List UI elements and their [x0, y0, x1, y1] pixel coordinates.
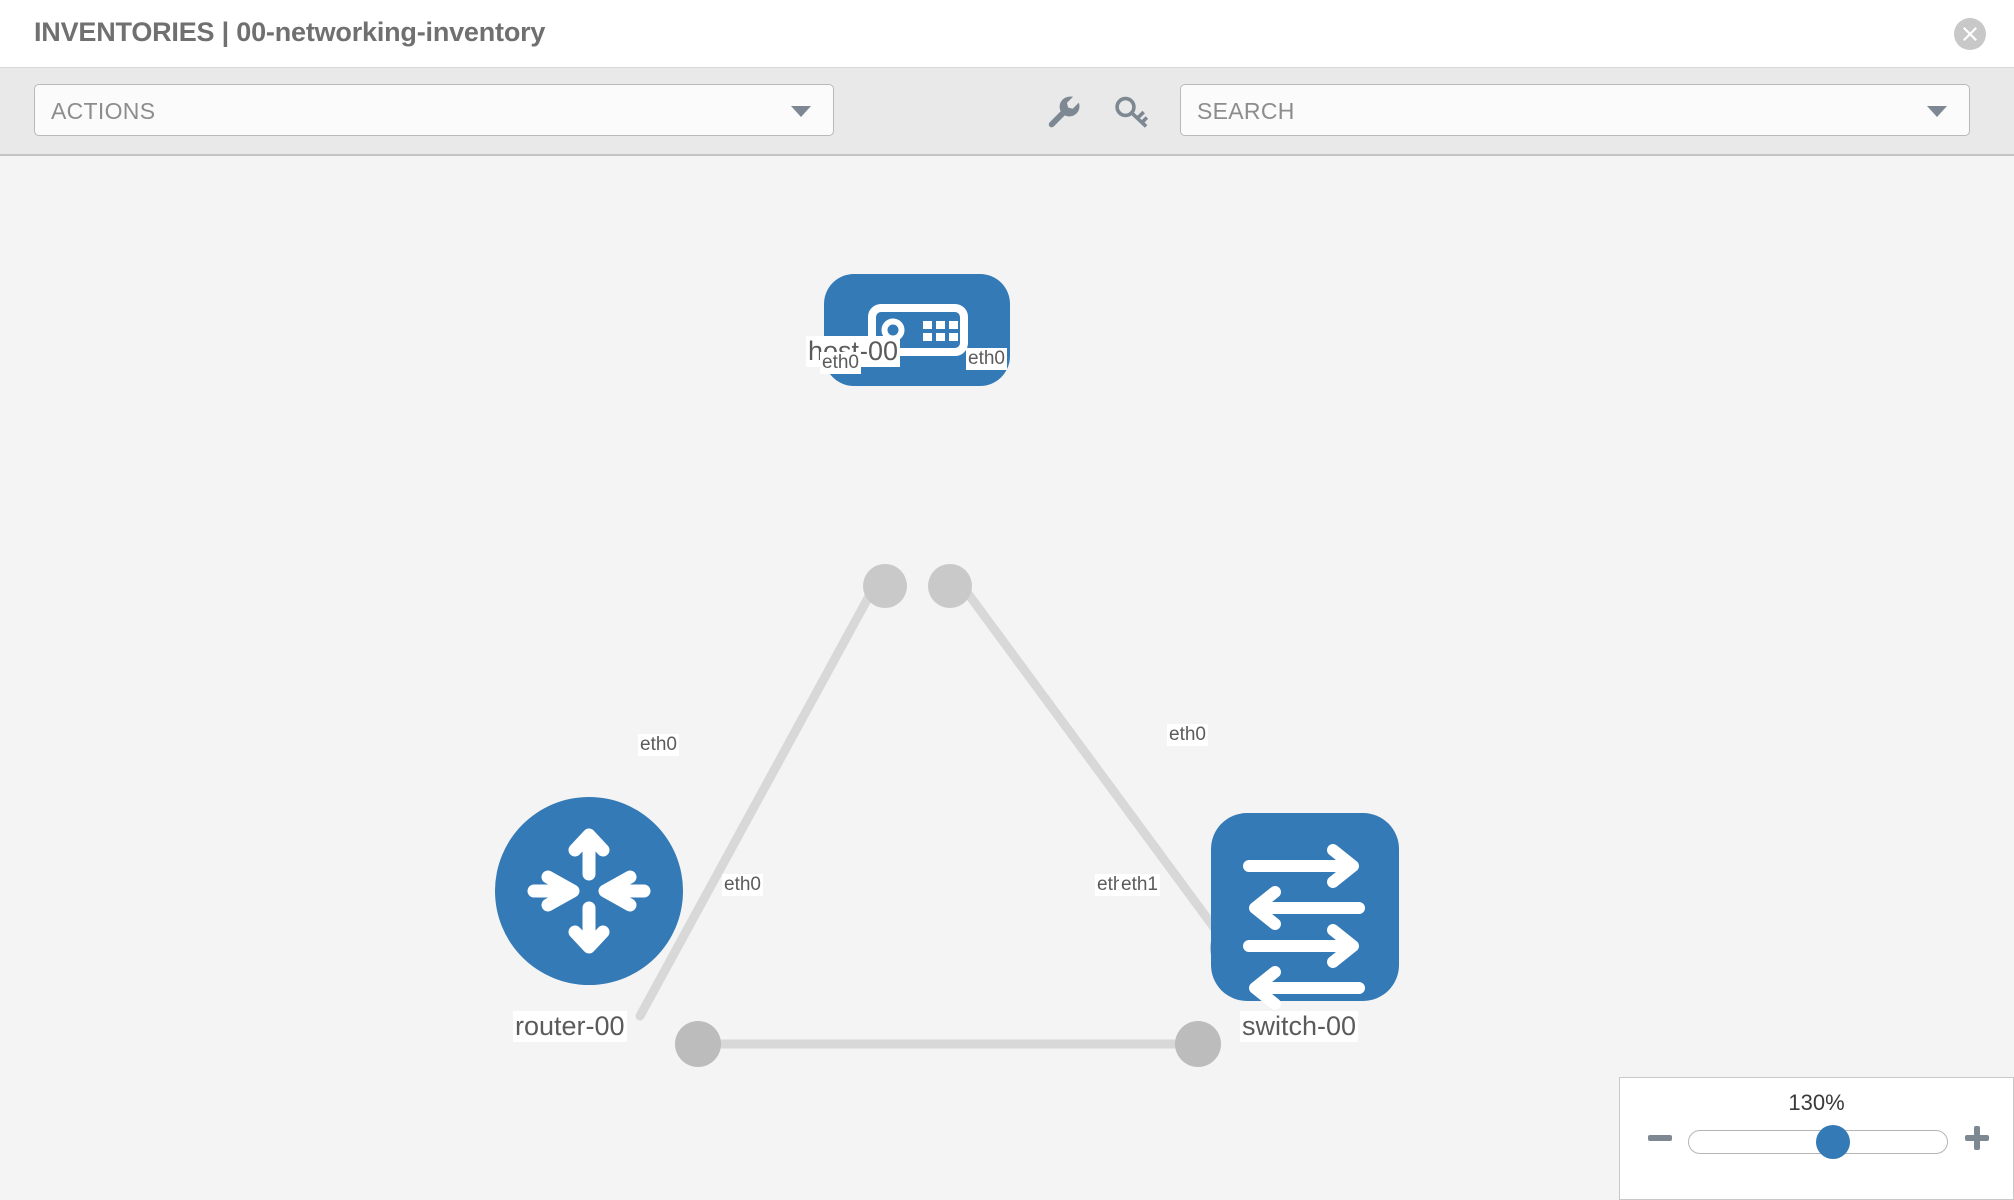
iface-label: eth1 [1119, 874, 1160, 896]
topology-canvas[interactable]: host-00 router-00 switch-00 eth0 eth0 et… [0, 156, 2014, 1200]
search-placeholder: SEARCH [1197, 98, 1295, 124]
link-line [635, 571, 885, 1021]
link-line [950, 571, 1240, 961]
connector-dot[interactable] [1175, 1021, 1221, 1067]
minus-icon[interactable] [1646, 1124, 1674, 1152]
switch-arrows-icon [1243, 844, 1365, 1010]
node-label-switch: switch-00 [1240, 1011, 1359, 1042]
server-icon [868, 304, 968, 356]
page-title: INVENTORIES | 00-networking-inventory [34, 17, 546, 47]
router-arrows-icon [527, 828, 651, 954]
iface-label: eth0 [1167, 724, 1208, 746]
search-input[interactable]: SEARCH [1180, 84, 1970, 136]
node-shape [495, 797, 683, 985]
iface-label: eth0 [966, 348, 1007, 370]
iface-label: eth0 [820, 352, 861, 374]
actions-dropdown[interactable]: ACTIONS [34, 84, 834, 136]
connector-dot[interactable] [863, 564, 907, 608]
close-icon[interactable] [1954, 18, 1986, 50]
zoom-level-value: 130% [1788, 1090, 1845, 1115]
topology-graph [495, 274, 1399, 1067]
plus-icon[interactable] [1963, 1124, 1991, 1152]
connector-dot[interactable] [675, 1021, 721, 1067]
chevron-down-icon [1927, 106, 1947, 117]
wrench-icon[interactable] [1044, 92, 1082, 130]
node-switch-00[interactable] [1211, 813, 1399, 1010]
page-header: INVENTORIES | 00-networking-inventory [0, 0, 2014, 68]
iface-label: eth0 [638, 734, 679, 756]
zoom-control-panel: 130% [1619, 1077, 2014, 1200]
connector-dot[interactable] [928, 564, 972, 608]
node-label-router: router-00 [513, 1011, 627, 1042]
chevron-down-icon [791, 106, 811, 117]
link-host-router [635, 571, 885, 1021]
key-icon[interactable] [1112, 92, 1150, 130]
node-router-00[interactable] [495, 797, 683, 985]
zoom-slider-thumb[interactable] [1816, 1125, 1850, 1159]
toolbar: ACTIONS SEARCH [0, 68, 2014, 156]
link-host-switch [950, 571, 1240, 961]
actions-label: ACTIONS [51, 98, 156, 124]
iface-label: eth0 [722, 874, 763, 896]
